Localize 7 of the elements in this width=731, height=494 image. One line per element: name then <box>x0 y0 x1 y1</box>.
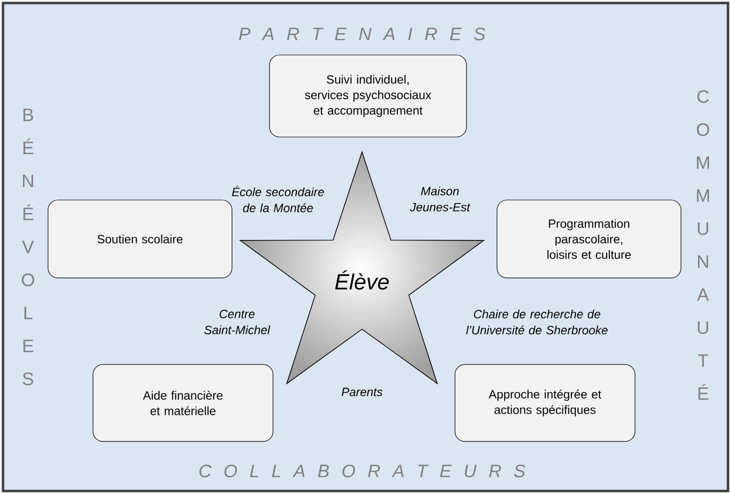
rounded-box: Suivi individuel, services psychosociaux et accompagnement <box>269 54 467 138</box>
group-heading: C O L L A B O R A T E U R S <box>199 464 526 478</box>
rounded-box: Soutien scolaire <box>48 200 232 278</box>
partner-name: Maison Jeunes-Est <box>410 186 470 212</box>
rounded-box: Programmation parascolaire, loisirs et culture <box>496 200 682 278</box>
rounded-box: Aide financière et matérielle <box>92 364 274 442</box>
rounded-box: Approche intégrée et actions spécifiques <box>454 364 636 442</box>
